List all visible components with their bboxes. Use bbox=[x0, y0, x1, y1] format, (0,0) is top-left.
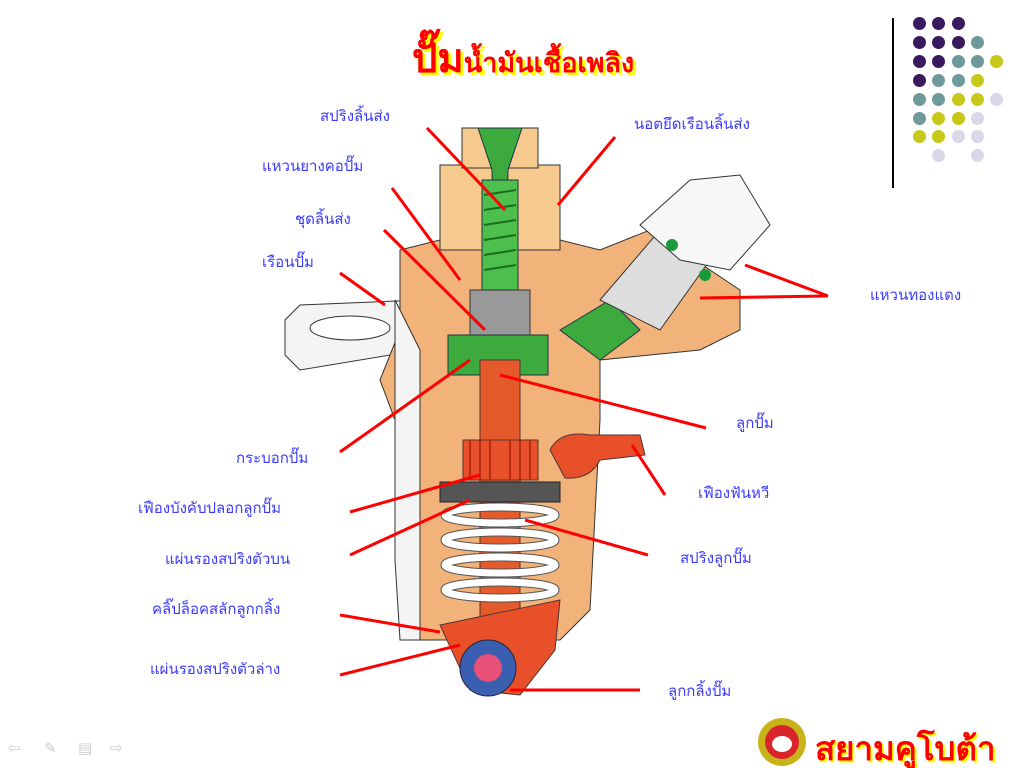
decorative-dot bbox=[913, 112, 926, 125]
decorative-dot bbox=[952, 17, 965, 30]
decorative-dot bbox=[932, 74, 945, 87]
decorative-dot bbox=[971, 149, 984, 162]
decorative-dot bbox=[952, 130, 965, 143]
decorative-dot bbox=[952, 93, 965, 106]
label-delivery-valve-spring: สปริงลิ้นส่ง bbox=[320, 107, 390, 125]
decorative-dot bbox=[971, 130, 984, 143]
title-rest: น้ำมันเชื้อเพลิง bbox=[463, 48, 635, 79]
label-control-sleeve-gear: เฟืองบังคับปลอกลูกปั๊ม bbox=[138, 499, 281, 517]
label-plunger: ลูกปั๊ม bbox=[736, 414, 774, 432]
label-delivery-valve-set: ชุดลิ้นส่ง bbox=[295, 210, 351, 228]
decorative-dot bbox=[971, 93, 984, 106]
decorative-dot bbox=[932, 112, 945, 125]
label-upper-spring-seat: แผ่นรองสปริงตัวบน bbox=[165, 550, 291, 568]
decorative-dot bbox=[932, 17, 945, 30]
decorative-dot bbox=[913, 93, 926, 106]
decorative-dot bbox=[913, 55, 926, 68]
tappet-roller-drawing bbox=[439, 599, 561, 697]
next-slide-button[interactable]: ⇨ bbox=[110, 739, 123, 757]
outlet-fitting-drawing bbox=[599, 174, 771, 331]
label-copper-washer: แหวนทองแดง bbox=[870, 286, 962, 304]
decorative-dot bbox=[952, 36, 965, 49]
logo-icon bbox=[758, 718, 806, 766]
slide-menu-button[interactable]: ▤ bbox=[78, 739, 93, 757]
plunger-spring-drawing bbox=[440, 502, 560, 603]
pen-tool-button[interactable]: ✎ bbox=[44, 739, 57, 757]
label-plunger-spring: สปริงลูกปั๊ม bbox=[680, 549, 752, 567]
label-roller-pin-clip: คลิ๊ปล็อคสลักลูกกลิ้ง bbox=[152, 600, 281, 618]
delivery-valve-drawing bbox=[447, 127, 641, 376]
decorative-dot bbox=[932, 55, 945, 68]
prev-slide-button[interactable]: ⇦ bbox=[8, 739, 21, 757]
decorative-dot bbox=[971, 55, 984, 68]
divider-line bbox=[892, 18, 894, 188]
label-pump-neck-oring: แหวนยางคอปั๊ม bbox=[262, 157, 364, 175]
decorative-dot bbox=[971, 112, 984, 125]
decorative-dot bbox=[913, 130, 926, 143]
decorative-dot bbox=[913, 17, 926, 30]
decorative-dot bbox=[971, 36, 984, 49]
decorative-dot bbox=[952, 74, 965, 87]
decorative-dot bbox=[932, 130, 945, 143]
slide-title: ปั๊มน้ำมันเชื้อเพลิง bbox=[412, 26, 634, 90]
leader-lines bbox=[339, 126, 829, 692]
decorative-dot bbox=[990, 55, 1003, 68]
label-delivery-valve-holder-nut: นอตยึดเรือนลิ้นส่ง bbox=[634, 115, 750, 133]
decorative-dot bbox=[952, 55, 965, 68]
title-main: ปั๊ม bbox=[412, 36, 464, 82]
label-pump-housing: เรือนปั๊ม bbox=[262, 253, 314, 271]
decorative-dot bbox=[952, 112, 965, 125]
decorative-dot bbox=[971, 74, 984, 87]
decorative-dot bbox=[913, 74, 926, 87]
label-pump-barrel: กระบอกปั๊ม bbox=[236, 449, 309, 467]
decorative-dot bbox=[932, 149, 945, 162]
decorative-dot bbox=[913, 36, 926, 49]
decorative-dot bbox=[932, 36, 945, 49]
label-control-rack: เฟืองฟันหวี bbox=[698, 484, 770, 502]
company-logo-text: สยามคูโบต้า bbox=[815, 729, 996, 768]
decorative-dot bbox=[932, 93, 945, 106]
decorative-dot bbox=[990, 93, 1003, 106]
label-pump-roller: ลูกกลิ้งปั๊ม bbox=[668, 682, 732, 700]
label-lower-spring-seat: แผ่นรองสปริงตัวล่าง bbox=[150, 660, 281, 678]
